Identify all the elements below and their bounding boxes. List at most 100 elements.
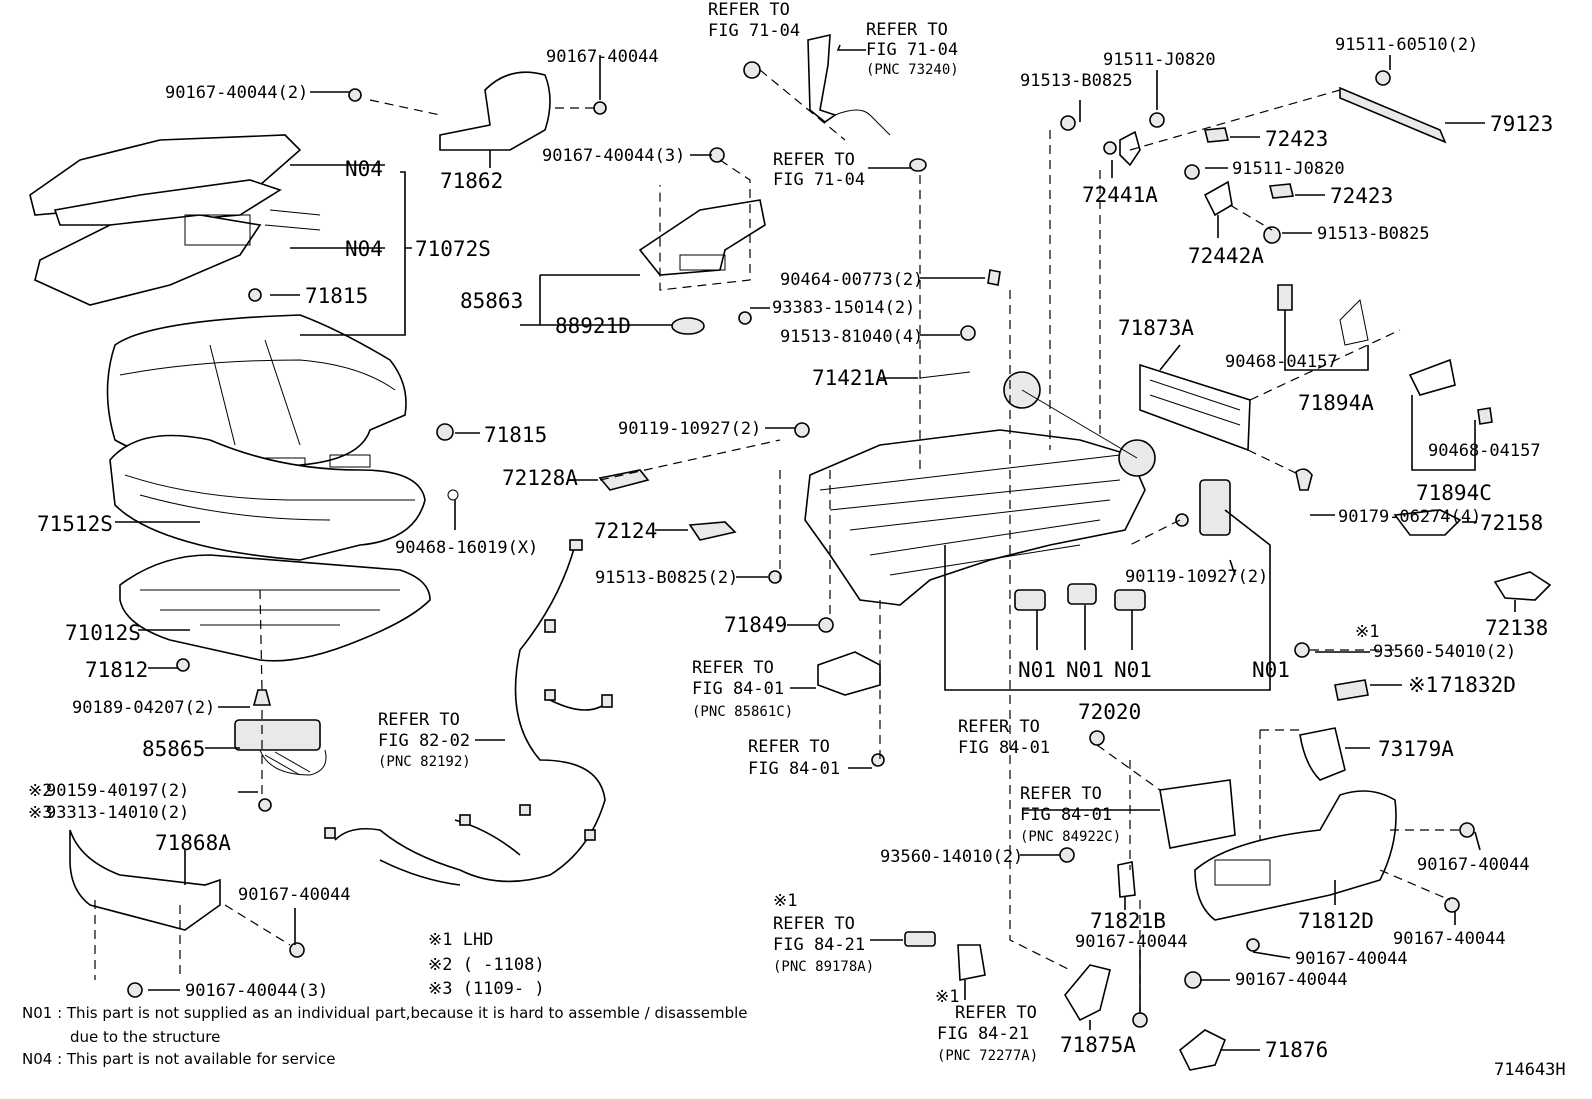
callout: 93383-15014(2) <box>772 298 915 318</box>
bracket-72441A <box>1060 112 1165 167</box>
seat-heater-pad <box>29 134 321 306</box>
callout: 71849 <box>724 613 787 637</box>
callout: 90468-16019(X) <box>395 538 538 558</box>
callout: 71894A <box>1298 391 1374 415</box>
bracket-71894C <box>1408 358 1493 425</box>
cover-73179A <box>1299 727 1346 781</box>
refer-line: REFER TO <box>773 914 855 934</box>
callout: N04 <box>345 237 383 261</box>
callout: 72138 <box>1485 616 1548 640</box>
legend: ※1 LHD ※2 ( -1108) ※3 (1109- ) <box>428 930 545 999</box>
rail-bar-79123 <box>1339 86 1447 144</box>
callout: 91513-81040(4) <box>780 327 923 347</box>
callout: 88921D <box>555 314 631 338</box>
callout: 71815 <box>305 284 368 308</box>
bracket-71821B <box>1117 861 1136 898</box>
cover-71876 <box>1178 1029 1227 1071</box>
callout: 91511-60510(2) <box>1335 35 1478 55</box>
refer-line: REFER TO <box>958 717 1040 737</box>
bolts-right <box>1175 513 1475 989</box>
refer-line: REFER TO <box>773 150 855 170</box>
callout: 79123 <box>1490 112 1553 136</box>
callout: 71812 <box>85 658 148 682</box>
legend-line: ※1 LHD <box>428 930 493 950</box>
callout: 90167-40044 <box>1075 932 1188 952</box>
callout: 93313-14010(2) <box>46 803 189 823</box>
bracket-71894A <box>1277 284 1369 346</box>
callout: 90167-40044(3) <box>185 981 328 1001</box>
cover-72158 <box>1393 509 1462 536</box>
refer-line: FIG 84-01 <box>692 679 784 699</box>
clip-72124 <box>688 521 737 541</box>
callout: 71072S <box>415 237 491 261</box>
connector-72277A <box>957 944 986 981</box>
callout: 90167-40044 <box>238 885 351 905</box>
callout: 90468-04157 <box>1428 441 1541 461</box>
callout: 72423 <box>1330 184 1393 208</box>
cushion-lumbar-adjuster <box>234 719 327 776</box>
callout: N04 <box>345 157 383 181</box>
callout: 90167-40044 <box>1417 855 1530 875</box>
callout: 72442A <box>1188 244 1264 268</box>
motor-icon <box>1014 479 1231 611</box>
seat-cushion-cover <box>106 314 407 471</box>
callout: 73179A <box>1378 737 1454 761</box>
refer-pnc: (PNC 84922C) <box>1020 829 1121 845</box>
callout: 71812D <box>1298 909 1374 933</box>
callout: 91513-B0825 <box>1317 224 1430 244</box>
callout: 72020 <box>1078 700 1141 724</box>
callout: 72128A <box>502 466 578 490</box>
callout: 71012S <box>65 621 141 645</box>
refer-line: ※1 <box>935 987 959 1007</box>
note-n01: N01 : This part is not supplied as an in… <box>22 1004 748 1022</box>
callout: 91513-B0825 <box>1020 71 1133 91</box>
power-seat-switch-85863 <box>638 199 766 276</box>
callout: 90167-40044(2) <box>165 83 308 103</box>
refer-line: REFER TO <box>692 658 774 678</box>
clip-72128A <box>598 469 650 491</box>
refer-line: FIG 84-01 <box>748 759 840 779</box>
refer-pnc: (PNC 72277A) <box>937 1048 1038 1064</box>
callout: 90167-40044 <box>1295 949 1408 969</box>
callout: 90167-40044 <box>1393 929 1506 949</box>
seat-belt-buckle <box>743 33 927 172</box>
seat-wire-harness <box>324 539 613 886</box>
shield-71812D <box>1194 790 1397 921</box>
callout: 90167-40044 <box>1235 970 1348 990</box>
legend-line: ※2 ( -1108) <box>428 955 545 975</box>
callout: 72441A <box>1082 183 1158 207</box>
callout: ※1 <box>1408 673 1438 697</box>
leader-lines <box>115 44 1516 1051</box>
callout: 91511-J0820 <box>1103 50 1216 70</box>
small-bolts-center <box>593 101 1001 767</box>
callout: 90119-10927(2) <box>618 419 761 439</box>
callout: N01 <box>1018 658 1056 682</box>
callout: 90119-10927(2) <box>1125 567 1268 587</box>
switch-bracket-84922C <box>1059 730 1236 863</box>
callout: N01 <box>1252 658 1290 682</box>
callout: 71868A <box>155 831 231 855</box>
refer-pnc: (PNC 73240) <box>866 62 959 78</box>
refer-line: FIG 82-02 <box>378 731 470 751</box>
bolt-icon <box>127 88 459 998</box>
callout: 90167-40044 <box>546 47 659 67</box>
callout: 71421A <box>812 366 888 390</box>
refer-to-labels: REFER TO FIG 71-04 REFER TO FIG 71-04 (P… <box>378 0 1121 1064</box>
refer-line: ※1 <box>773 891 797 911</box>
callout: 90189-04207(2) <box>72 698 215 718</box>
refer-pnc: (PNC 85861C) <box>692 704 793 720</box>
cushion-side-cover-lower <box>69 829 221 931</box>
callout: 71876 <box>1265 1038 1328 1062</box>
callout: 90167-40044(3) <box>542 146 685 166</box>
slide-rail-cover-71873A <box>1139 363 1251 452</box>
connector-89178A <box>904 931 936 947</box>
callout: 90159-40197(2) <box>46 781 189 801</box>
refer-line: FIG 84-21 <box>773 935 865 955</box>
bracket-72442A <box>1184 70 1391 244</box>
refer-line: FIG 84-01 <box>1020 805 1112 825</box>
callout: ※1 <box>1355 622 1379 642</box>
callout: 71862 <box>440 169 503 193</box>
refer-line: REFER TO <box>866 20 948 40</box>
refer-line: FIG 71-04 <box>708 21 800 41</box>
